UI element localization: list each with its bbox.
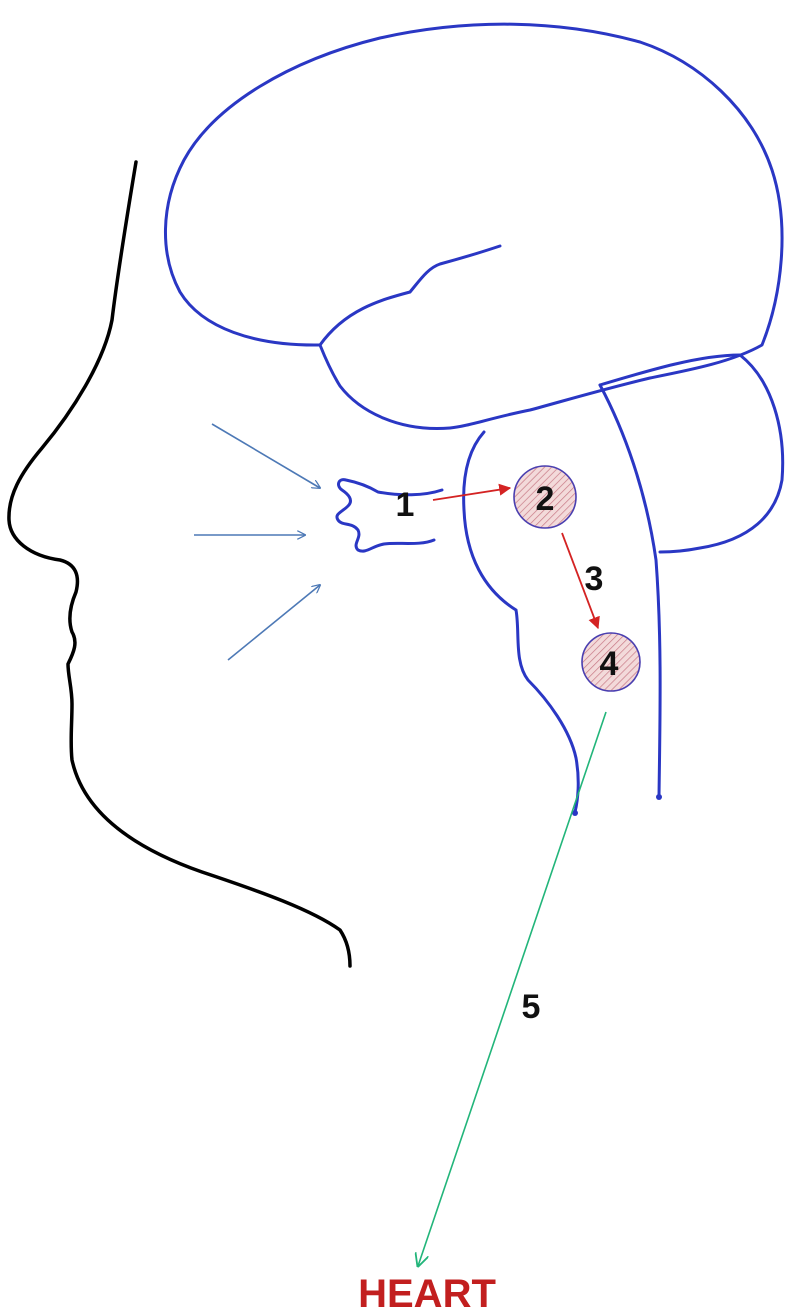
receptor-organ	[335, 478, 444, 553]
label-1: 1	[396, 486, 415, 524]
arrow-to-heart	[418, 711, 607, 1266]
cerebrum-fissure	[318, 244, 502, 347]
arrow-1-to-2	[432, 483, 512, 501]
label-5: 5	[522, 988, 541, 1026]
arrow-2-to-4	[561, 532, 600, 630]
brainstem-outline	[462, 430, 580, 814]
spinal-cord-end-dot	[656, 794, 662, 800]
node-4-circle	[581, 632, 641, 692]
spinal-cord-outline	[598, 383, 662, 798]
cerebrum-outline	[164, 22, 784, 431]
stimulus-arrow-lower	[227, 585, 320, 661]
node-2-circle	[513, 465, 577, 529]
destination-label: HEART	[358, 1272, 496, 1313]
face-profile-outline	[7, 160, 352, 968]
label-2: 2	[536, 480, 555, 518]
label-3: 3	[585, 560, 604, 598]
cerebellum-outline	[598, 353, 785, 554]
brainstem-end-dot	[572, 810, 578, 816]
label-4: 4	[600, 645, 619, 683]
stimulus-arrow-upper	[211, 423, 320, 488]
